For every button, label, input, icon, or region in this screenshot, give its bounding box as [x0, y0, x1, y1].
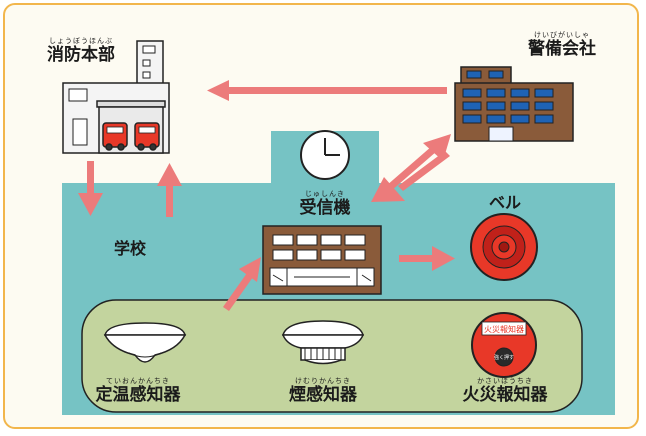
fire-alarm-label: かさいほうちき 火災報知器 — [445, 378, 565, 404]
arrow-school-to-fire-department — [157, 163, 182, 217]
heat-detector-label: ていおんかんちき 定温感知器 — [83, 378, 193, 404]
fire-alarm-ruby: かさいほうちき — [477, 377, 533, 385]
heat-detector-icon — [103, 322, 187, 363]
receiver-ruby: じゅしんき — [305, 190, 345, 198]
fire-alarm-panel-text: 火災報知器 — [484, 324, 524, 334]
diagram-frame: 火災報知器 強く押す — [3, 3, 639, 429]
receiver-panel — [262, 225, 382, 295]
receiver-label: じゅしんき 受信機 — [285, 191, 365, 217]
arrow-receiver-to-bell — [399, 246, 455, 271]
fire-department-label: しょうぼうほんぶ 消防本部 — [31, 38, 131, 64]
school-title: 学校 — [113, 239, 146, 258]
arrow-detectors-to-receiver — [223, 257, 261, 311]
smoke-detector-ruby: けむりかんちき — [295, 377, 351, 385]
fire-alarm-button-text: 強く押す — [494, 354, 514, 361]
arrow-security-to-fire-department — [207, 80, 447, 101]
arrow-fire-department-to-school — [78, 161, 103, 216]
heat-detector-title: 定温感知器 — [95, 385, 181, 405]
fire-alarm-title: 火災報知器 — [462, 385, 548, 405]
bell-icon — [470, 213, 538, 281]
security-company-label: けいびがいしゃ 警備会社 — [517, 32, 607, 58]
fire-department-ruby: しょうぼうほんぶ — [49, 37, 113, 45]
smoke-detector-label: けむりかんちき 煙感知器 — [273, 378, 373, 404]
arrow-security-to-receiver — [371, 151, 450, 202]
fire-department-building — [62, 40, 170, 154]
school-label: 学校 — [105, 241, 155, 257]
diagram-canvas: 火災報知器 強く押す — [62, 40, 615, 415]
receiver-title: 受信機 — [299, 198, 351, 218]
security-company-title: 警備会社 — [528, 39, 596, 59]
security-company-ruby: けいびがいしゃ — [534, 31, 590, 39]
bell-label: ベル — [475, 195, 535, 211]
fire-alarm-icon — [471, 312, 537, 378]
clock-icon — [300, 130, 350, 180]
fire-department-title: 消防本部 — [47, 45, 115, 65]
smoke-detector-title: 煙感知器 — [289, 385, 357, 405]
bell-title: ベル — [488, 193, 521, 212]
heat-detector-ruby: ていおんかんちき — [106, 377, 170, 385]
security-company-building — [454, 66, 574, 142]
smoke-detector-icon — [281, 320, 365, 365]
